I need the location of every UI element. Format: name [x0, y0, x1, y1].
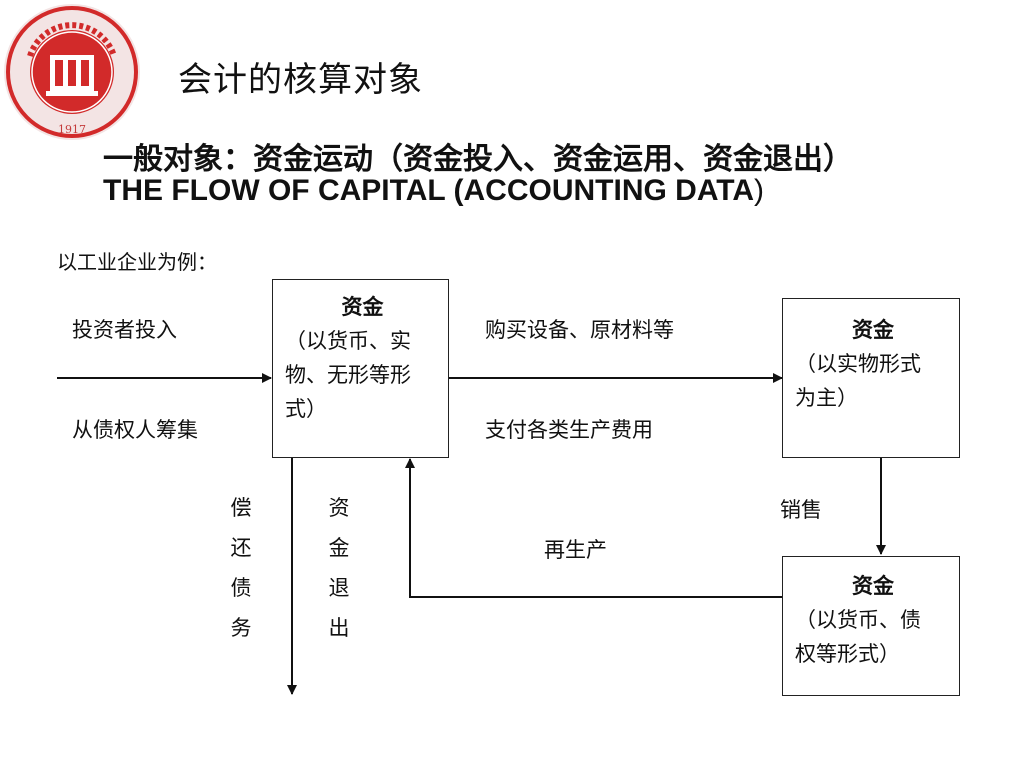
- sales-label: 销售: [780, 498, 822, 522]
- example-label: 以工业企业为例：: [57, 250, 217, 274]
- reproduction-arrow: [405, 458, 782, 598]
- capital-exit-char: 金: [328, 536, 350, 560]
- repay-debt-char: 债: [230, 576, 252, 600]
- box-head: 资金: [341, 294, 384, 319]
- box-head: 资金: [852, 317, 894, 342]
- creditor-raise-label: 从债权人筹集: [72, 418, 198, 442]
- capital-exit-char: 出: [328, 616, 350, 640]
- university-seal-logo: 1917: [0, 0, 150, 150]
- capital-box-physical: 资金 （以实物形式 为主）: [782, 298, 960, 458]
- capital-exit-char: 资: [328, 496, 350, 520]
- capital-box-receivable: 资金 （以货币、债 权等形式）: [782, 556, 960, 696]
- repay-debt-char: 务: [230, 616, 252, 640]
- box-line: 物、无形等形: [285, 363, 411, 387]
- box-line: 式）: [285, 397, 327, 421]
- repay-debt-char: 偿: [230, 496, 252, 520]
- subtitle-english: THE FLOW OF CAPITAL (ACCOUNTING DATA): [103, 174, 764, 208]
- capital-box-monetary: 资金 （以货币、实 物、无形等形 式）: [272, 279, 449, 458]
- capital-exit-label: 资 金 退 出: [327, 488, 351, 648]
- repay-debt-label: 偿 还 债 务: [229, 488, 253, 648]
- box-line: 权等形式）: [795, 642, 900, 666]
- reproduction-label: 再生产: [544, 538, 607, 562]
- capital-exit-char: 退: [328, 576, 350, 600]
- subtitle-chinese: 一般对象：资金运动（资金投入、资金运用、资金退出）: [103, 142, 853, 177]
- box-head: 资金: [852, 573, 894, 598]
- subtitle-english-text: THE FLOW OF CAPITAL (ACCOUNTING DATA: [103, 174, 755, 207]
- production-cost-label: 支付各类生产费用: [485, 418, 653, 442]
- purchase-label: 购买设备、原材料等: [485, 318, 674, 342]
- box-line: （以货币、实: [285, 329, 411, 353]
- repay-debt-char: 还: [230, 536, 252, 560]
- box-line: （以货币、债: [795, 608, 921, 632]
- subtitle-english-close: ): [754, 174, 765, 207]
- slide-title: 会计的核算对象: [178, 60, 423, 100]
- investor-input-label: 投资者投入: [72, 318, 177, 342]
- svg-text:1917: 1917: [58, 123, 86, 136]
- box-line: （以实物形式: [795, 352, 921, 376]
- box-line: 为主）: [795, 386, 858, 410]
